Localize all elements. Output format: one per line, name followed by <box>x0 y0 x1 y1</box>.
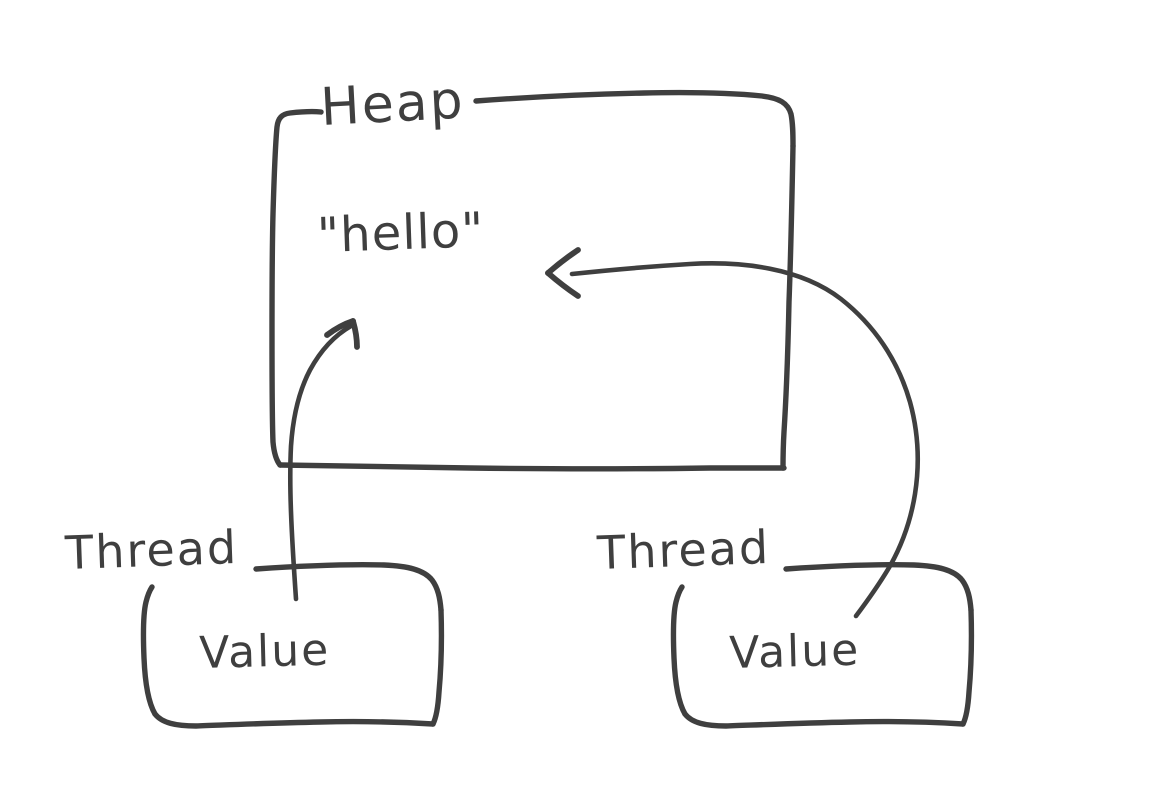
heap-box-left-border <box>269 108 324 468</box>
left-thread-box-bottom-border <box>152 711 436 729</box>
heap-box-right-border <box>780 143 796 471</box>
right-thread-box-bottom-border <box>682 711 966 729</box>
right-thread-box-right-border <box>960 607 975 727</box>
heap-box-top-border <box>473 89 796 149</box>
arrow-left-shaft <box>287 323 354 602</box>
left-thread-box <box>140 562 445 729</box>
heap-string-literal: "hello" <box>316 202 486 264</box>
right-thread-label: Thread <box>596 519 771 580</box>
heap-box-bottom-border <box>277 462 787 472</box>
left-thread-box-right-border <box>430 607 445 727</box>
arrow-right-thread-to-heap <box>545 247 921 619</box>
left-thread-value-label: Value <box>198 624 331 679</box>
right-thread-box-left-border <box>670 584 688 717</box>
arrow-right-head <box>545 247 581 276</box>
right-thread-value-label: Value <box>728 624 861 679</box>
heap-label: Heap <box>319 70 466 138</box>
left-thread-label: Thread <box>64 519 239 580</box>
right-thread-box <box>670 562 975 729</box>
left-thread-box-left-border <box>140 584 158 717</box>
right-thread-box-top-border <box>783 562 974 613</box>
heap-box <box>269 89 796 472</box>
left-thread-box-top-border <box>253 562 444 613</box>
arrow-right-head-barb <box>545 270 581 299</box>
arrow-left-thread-to-heap <box>287 318 360 602</box>
arrow-right-shaft <box>569 261 921 619</box>
arrow-left-head-barb <box>350 318 360 350</box>
